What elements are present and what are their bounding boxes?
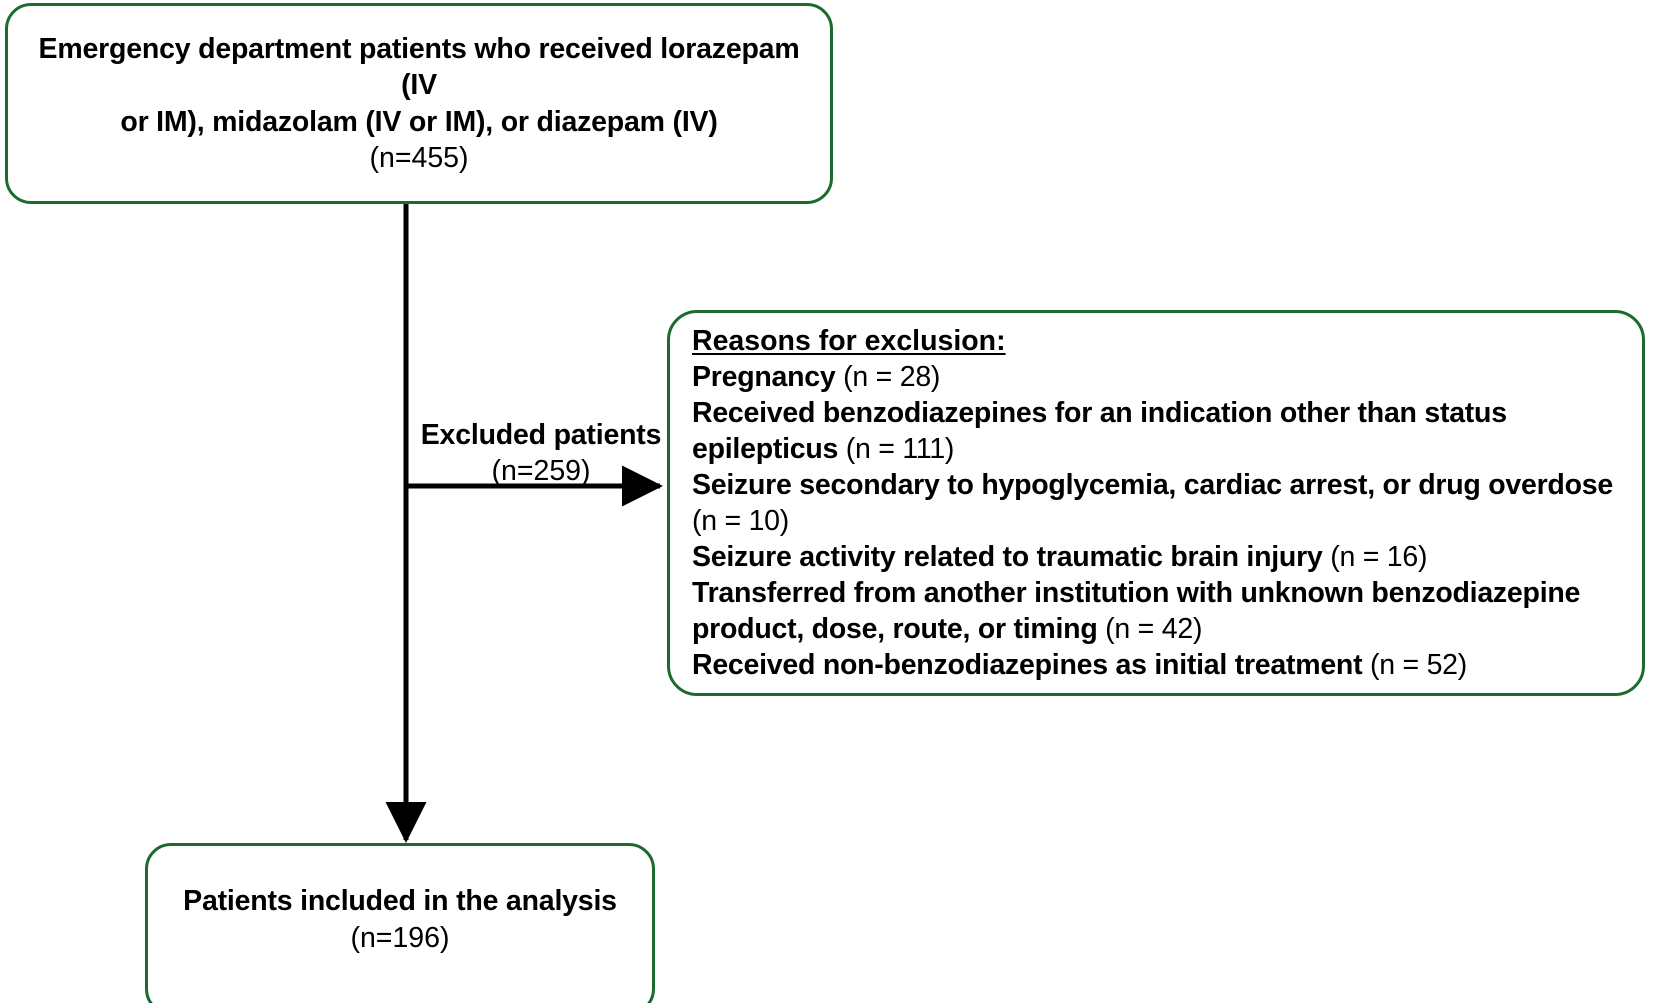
node-included-patients-line1: Patients included in the analysis (183, 884, 617, 917)
node-included-patients: Patients included in the analysis (n=196… (145, 843, 655, 1003)
edge-label-excluded: Excluded patients (n=259) (414, 418, 668, 490)
exclusion-reason-label: Seizure secondary to hypoglycemia, cardi… (692, 468, 1613, 501)
exclusion-reason-label: Pregnancy (692, 360, 836, 393)
exclusion-reason-list: Pregnancy (n = 28)Received benzodiazepin… (692, 359, 1622, 683)
node-exclusion-reasons: Reasons for exclusion: Pregnancy (n = 28… (667, 310, 1645, 696)
exclusion-heading-wrap: Reasons for exclusion: (692, 323, 1622, 359)
exclusion-reason-label: Received benzodiazepines for an indicati… (692, 396, 1507, 465)
exclusion-reason-item: Received non-benzodiazepines as initial … (692, 647, 1622, 683)
exclusion-reason-count: (n = 111) (838, 432, 955, 465)
exclusion-heading: Reasons for exclusion: (692, 324, 1006, 357)
exclusion-reason-count: (n = 42) (1097, 613, 1203, 646)
exclusion-reason-count: (n = 52) (1362, 649, 1468, 682)
node-exclusion-reasons-text: Reasons for exclusion: Pregnancy (n = 28… (670, 323, 1642, 683)
node-source-population-line1: Emergency department patients who receiv… (38, 32, 800, 102)
node-included-patients-count: (n=196) (350, 922, 450, 954)
exclusion-reason-label: Received non-benzodiazepines as initial … (692, 649, 1363, 682)
edge-label-excluded-count: (n=259) (491, 454, 591, 487)
exclusion-reason-count: (n = 16) (1322, 541, 1428, 574)
edge-label-excluded-text: Excluded patients (420, 419, 662, 451)
node-source-population-text: Emergency department patients who receiv… (8, 31, 830, 177)
exclusion-reason-item: Received benzodiazepines for an indicati… (692, 395, 1622, 467)
exclusion-reason-count: (n = 10) (692, 505, 790, 537)
exclusion-reason-item: Seizure secondary to hypoglycemia, cardi… (692, 467, 1622, 539)
node-source-population-line2: or IM), midazolam (IV or IM), or diazepa… (120, 105, 718, 138)
exclusion-reason-item: Transferred from another institution wit… (692, 575, 1622, 647)
node-included-patients-text: Patients included in the analysis (n=196… (183, 883, 617, 975)
exclusion-reason-item: Seizure activity related to traumatic br… (692, 539, 1622, 575)
exclusion-reason-item: Pregnancy (n = 28) (692, 359, 1622, 395)
node-source-population-count: (n=455) (369, 141, 469, 174)
exclusion-reason-label: Transferred from another institution wit… (692, 577, 1581, 646)
exclusion-reason-label: Seizure activity related to traumatic br… (692, 541, 1323, 574)
node-source-population: Emergency department patients who receiv… (5, 3, 833, 204)
exclusion-reason-count: (n = 28) (835, 360, 941, 393)
